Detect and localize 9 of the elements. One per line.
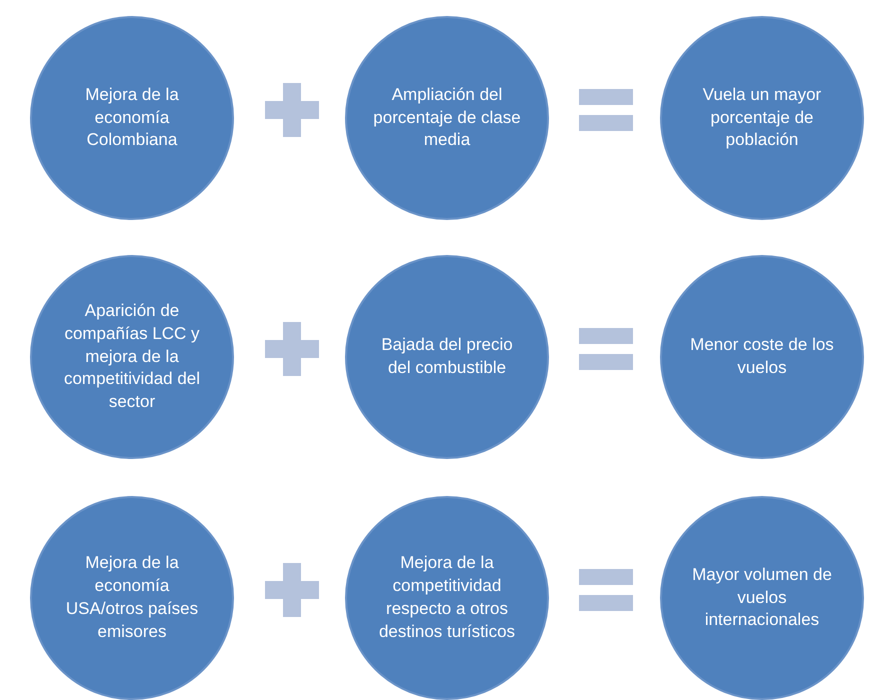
circle-text: Mejora de la economía Colombiana <box>84 84 180 152</box>
circle-text: Ampliación del porcentaje de clase media <box>372 84 522 152</box>
circle-text: Mejora de la competitividad respecto a otros destinos turísticos <box>378 552 516 643</box>
circle-text: Mayor volumen de vuelos internacionales <box>691 564 833 632</box>
circle-text: Vuela un mayor porcentaje de población <box>702 84 822 152</box>
circle-text: Bajada del precio del combustible <box>380 334 514 379</box>
circle-text: Aparición de compañías LCC y mejora de la competitividad del sector <box>62 300 202 414</box>
circle-text: Mejora de la economía USA/otros países emisores <box>64 552 200 643</box>
circle-text: Menor coste de los vuelos <box>689 334 835 379</box>
